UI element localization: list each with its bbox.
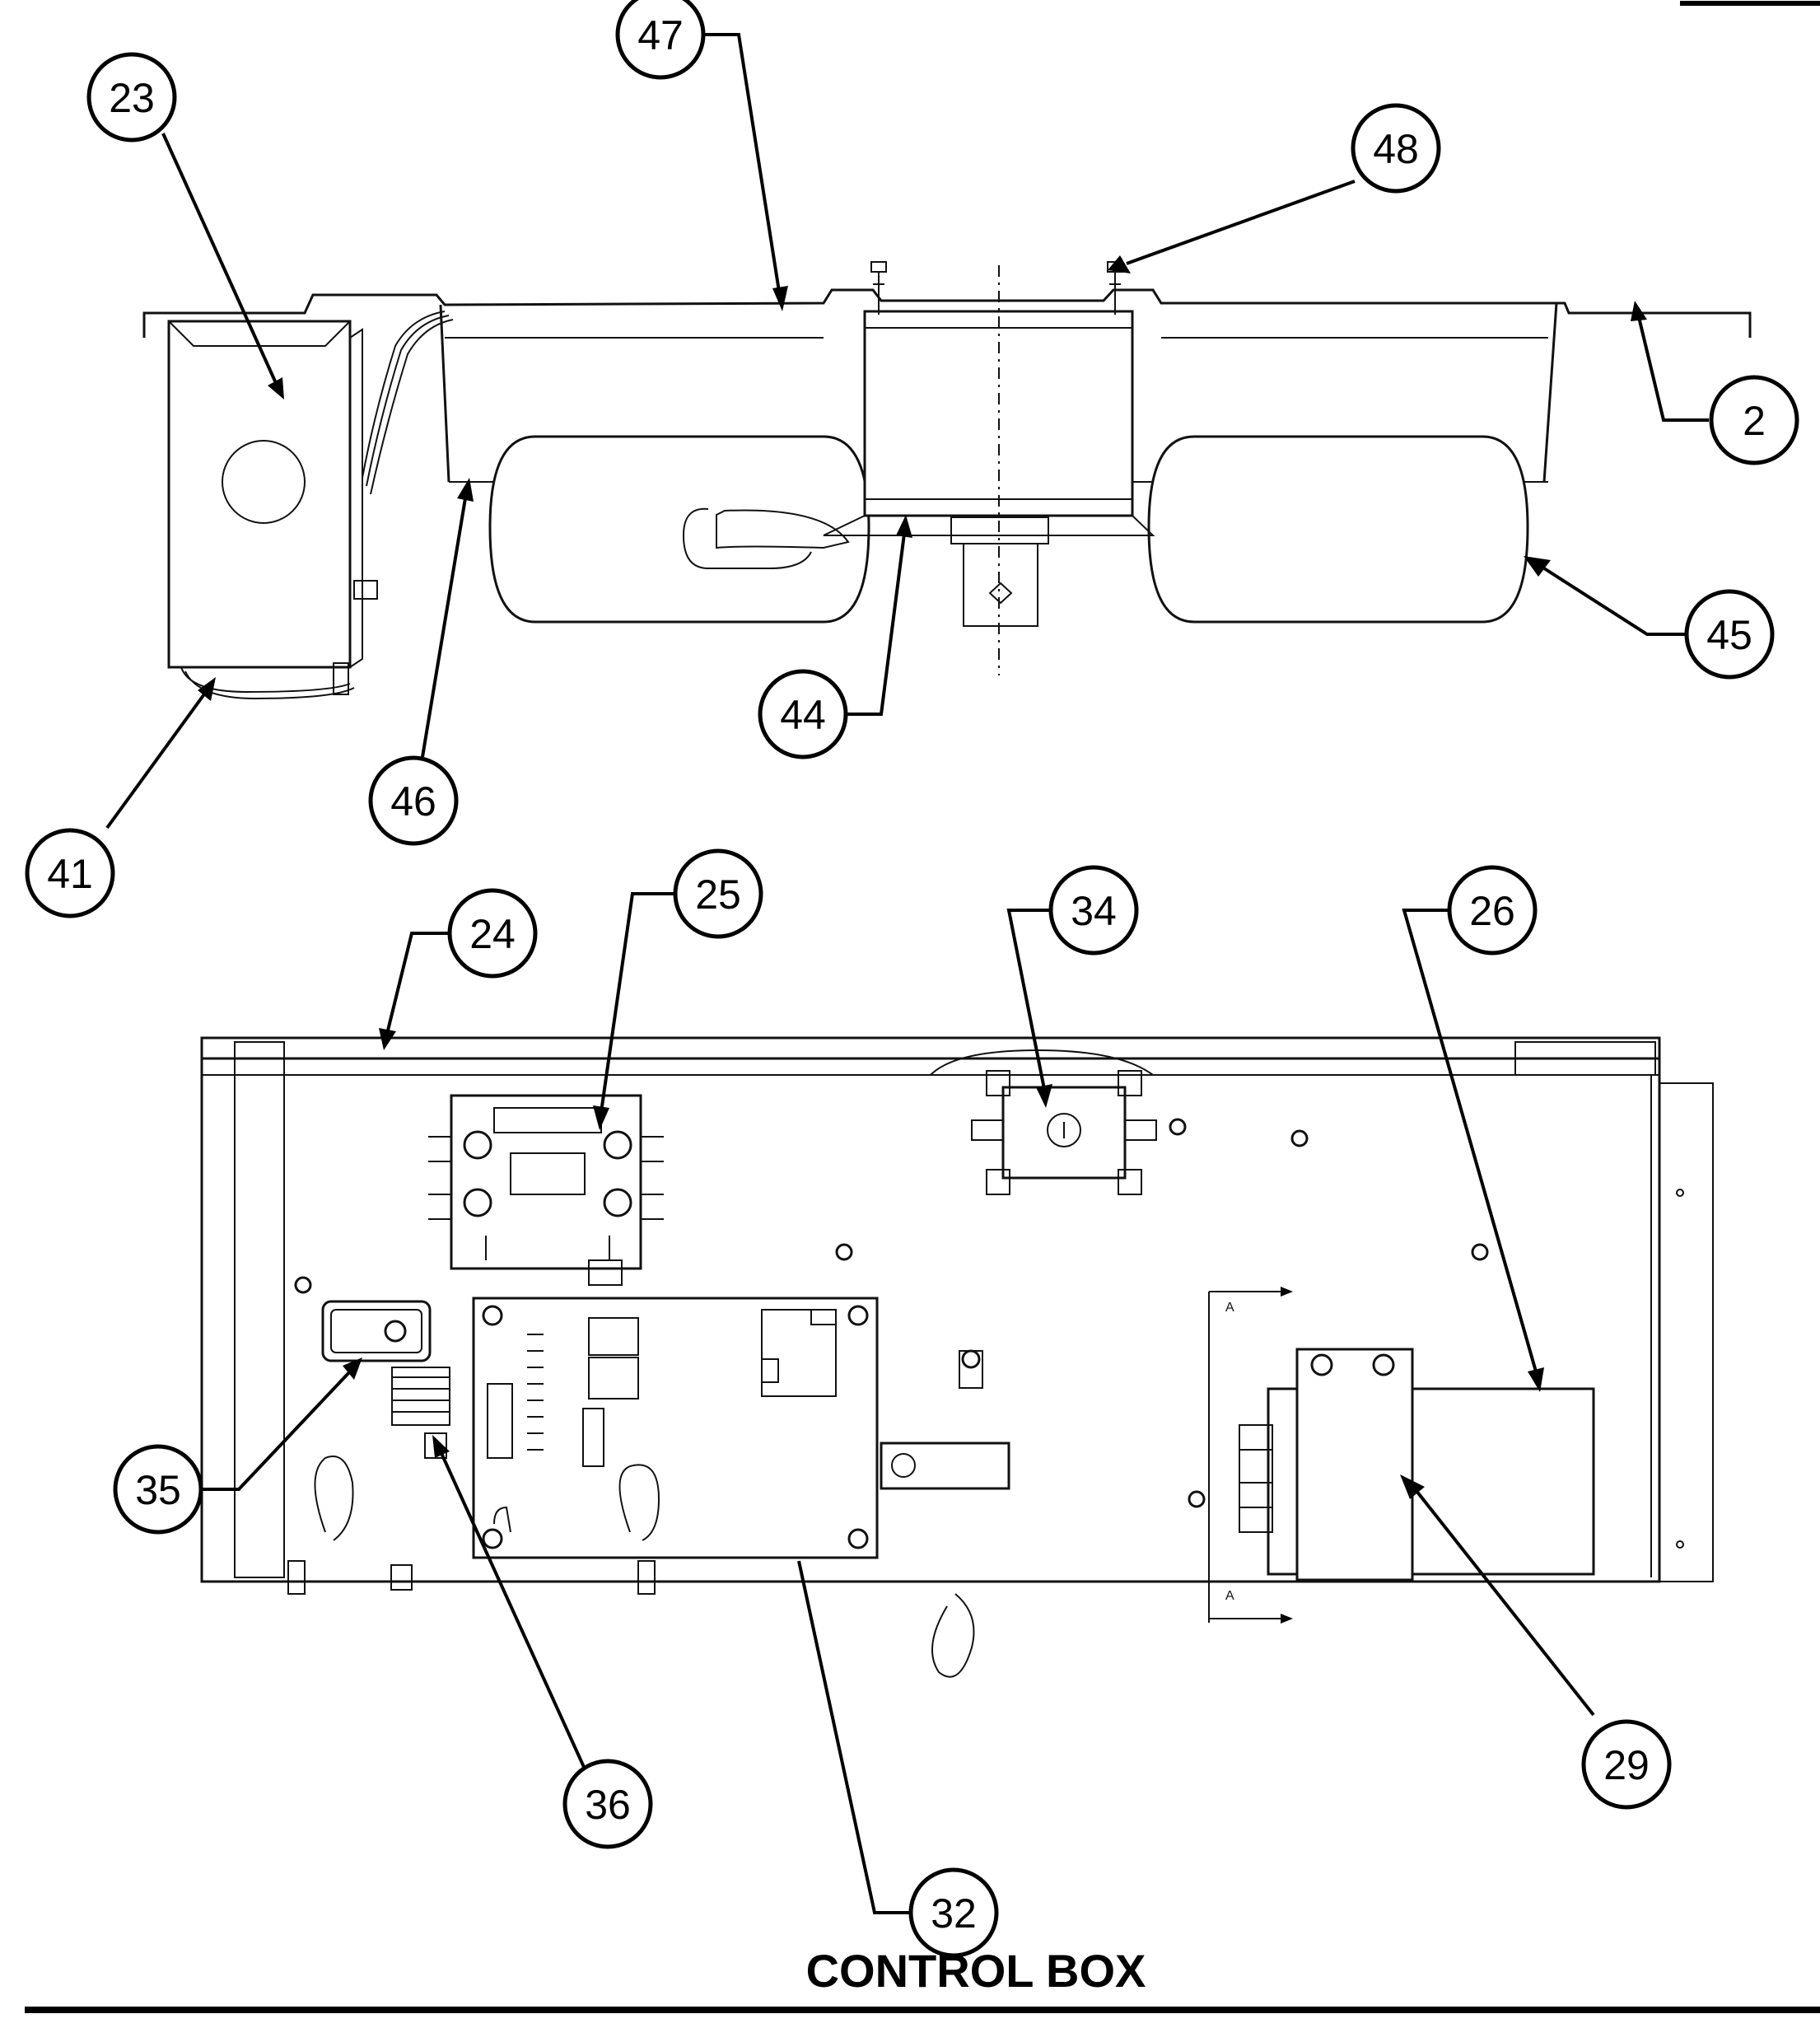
callout-34: 34	[1048, 865, 1139, 956]
callout-23: 23	[86, 52, 177, 143]
svg-text:46: 46	[390, 778, 436, 825]
callout-2: 2	[1709, 375, 1799, 465]
blower-wheel-left	[488, 435, 870, 624]
svg-text:24: 24	[469, 911, 516, 957]
callout-26: 26	[1447, 865, 1538, 956]
control-board	[472, 1297, 879, 1559]
svg-text:34: 34	[1071, 888, 1117, 934]
svg-text:44: 44	[780, 692, 826, 738]
svg-text:48: 48	[1373, 126, 1419, 172]
callout-32: 32	[908, 1867, 999, 1958]
svg-text:26: 26	[1469, 888, 1515, 934]
callout-47: 47	[615, 0, 706, 80]
svg-text:32: 32	[931, 1890, 977, 1937]
callout-35: 35	[113, 1444, 203, 1535]
svg-text:35: 35	[135, 1467, 181, 1513]
svg-text:23: 23	[109, 75, 155, 121]
svg-text:41: 41	[47, 851, 93, 897]
callout-29: 29	[1581, 1719, 1672, 1810]
leader-lines	[105, 33, 1709, 1914]
callout-48: 48	[1351, 103, 1441, 194]
callout-24: 24	[447, 888, 538, 979]
callout-36: 36	[562, 1759, 653, 1849]
svg-text:2: 2	[1743, 398, 1766, 444]
capacitor-bracket	[880, 1442, 1010, 1490]
svg-text:29: 29	[1603, 1742, 1650, 1788]
blower-assembly	[142, 261, 1752, 700]
section-marker-top: A	[1225, 1301, 1234, 1315]
callout-44: 44	[758, 669, 848, 759]
callout-45: 45	[1684, 589, 1775, 680]
transformer	[1239, 1348, 1595, 1582]
diagram-title: CONTROL BOX	[806, 1945, 1146, 1997]
terminal-strip	[391, 1367, 450, 1459]
callout-41: 41	[25, 828, 115, 918]
section-marker-bottom: A	[1225, 1589, 1234, 1603]
relay	[971, 1070, 1157, 1195]
svg-text:36: 36	[585, 1782, 631, 1828]
electrical-box	[167, 311, 454, 700]
contactor	[428, 1094, 664, 1286]
svg-text:45: 45	[1706, 612, 1752, 658]
blower-wheel-right	[1147, 435, 1529, 624]
fuse-holder	[321, 1300, 432, 1362]
svg-text:25: 25	[695, 871, 741, 918]
callout-46: 46	[368, 755, 459, 846]
bolt-left	[870, 261, 887, 315]
callout-25: 25	[673, 848, 763, 939]
svg-text:47: 47	[637, 12, 684, 58]
